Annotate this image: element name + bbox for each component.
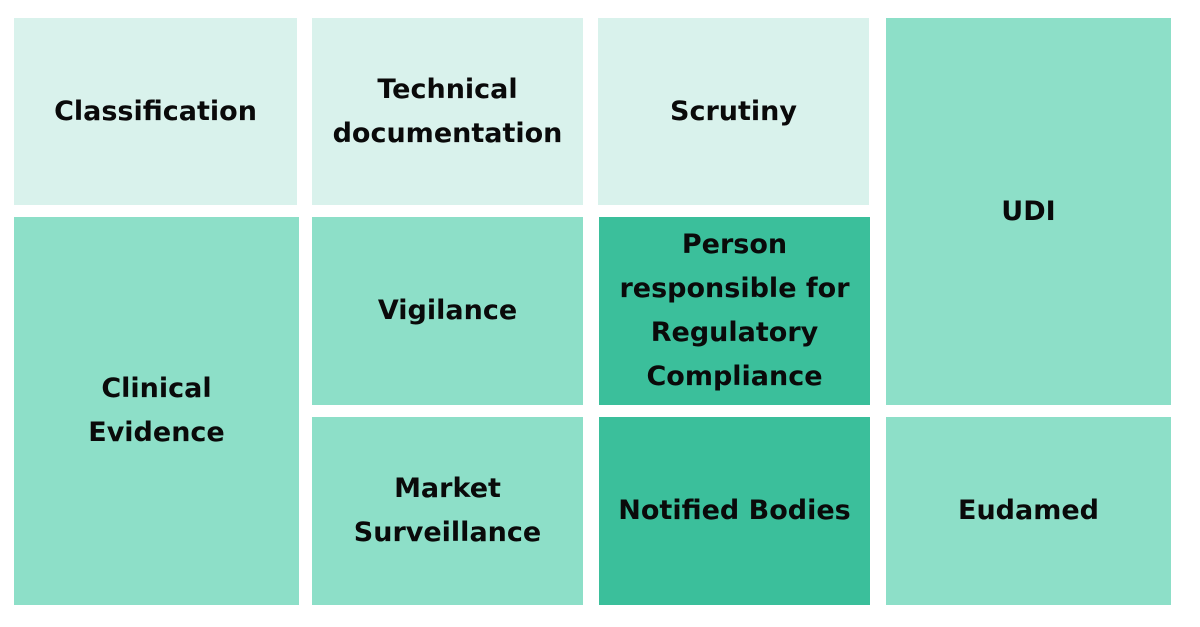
tile-scrutiny: Scrutiny — [598, 18, 869, 205]
tile-technical-documentation: Technical documentation — [312, 18, 583, 205]
tile-market-surveillance: Market Surveillance — [312, 417, 583, 605]
tile-vigilance: Vigilance — [312, 217, 583, 405]
tile-label: Market Surveillance — [353, 473, 542, 548]
tile-label: Vigilance — [377, 295, 518, 326]
tile-classification: Classification — [14, 18, 297, 205]
tile-label: UDI — [1001, 195, 1056, 227]
tile-label: Scrutiny — [670, 95, 797, 127]
tile-label: Notified Bodies — [618, 495, 851, 526]
tile-person-responsible-regulatory-compliance: Person responsible for Regulatory Compli… — [599, 217, 870, 405]
tile-label: Technical documentation — [332, 73, 563, 149]
tile-label: Eudamed — [958, 495, 1099, 526]
tile-notified-bodies: Notified Bodies — [599, 417, 870, 605]
tile-clinical-evidence: Clinical Evidence — [14, 217, 299, 605]
tile-udi: UDI — [886, 18, 1171, 405]
tile-label: Person responsible for Regulatory Compli… — [619, 229, 850, 392]
tile-label: Clinical Evidence — [88, 373, 225, 448]
tile-eudamed: Eudamed — [886, 417, 1171, 605]
tile-label: Classification — [54, 95, 257, 127]
